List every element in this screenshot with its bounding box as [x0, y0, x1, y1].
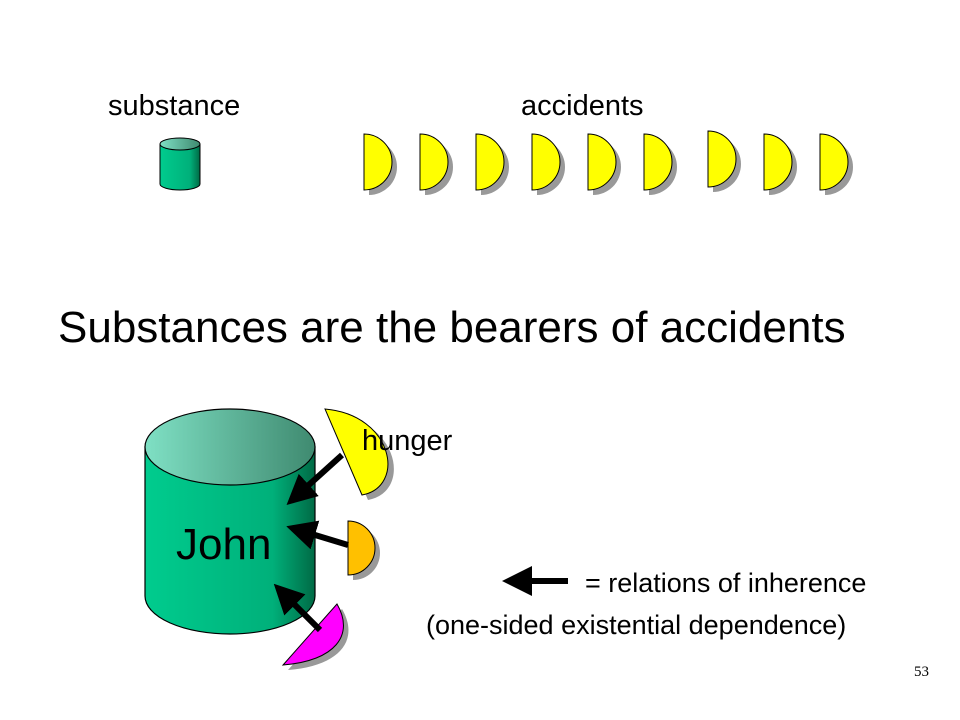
cylinder-icon — [159, 137, 201, 191]
arrow-left-icon — [286, 520, 349, 550]
john-cylinder-icon — [144, 408, 316, 635]
half-disc-icon — [363, 133, 397, 195]
half-disc-icon — [419, 133, 453, 195]
john-label: John — [176, 520, 272, 569]
half-disc-icon — [475, 133, 509, 195]
substance-label: substance — [108, 90, 241, 122]
legend-text-line2: (one-sided existential dependence) — [426, 610, 847, 640]
half-disc-icon — [763, 133, 797, 195]
half-disc-icon — [347, 520, 380, 580]
page-number: 53 — [914, 664, 929, 680]
half-disc-icon — [707, 130, 741, 192]
accidents-row — [363, 130, 853, 195]
hunger-label: hunger — [362, 425, 453, 457]
slide-headline: Substances are the bearers of accidents — [58, 303, 846, 352]
half-disc-icon — [819, 133, 853, 195]
arrow-left-icon — [273, 583, 323, 633]
arrow-left-icon — [286, 452, 345, 506]
half-disc-icon — [531, 133, 565, 195]
accidents-label: accidents — [521, 90, 644, 122]
half-disc-icon — [643, 133, 677, 195]
legend-text-line1: = relations of inherence — [585, 568, 867, 598]
inherence-arrows — [273, 452, 349, 633]
half-disc-icon — [587, 133, 621, 195]
half-disc-icon — [281, 603, 349, 670]
half-disc-icon — [324, 408, 394, 500]
